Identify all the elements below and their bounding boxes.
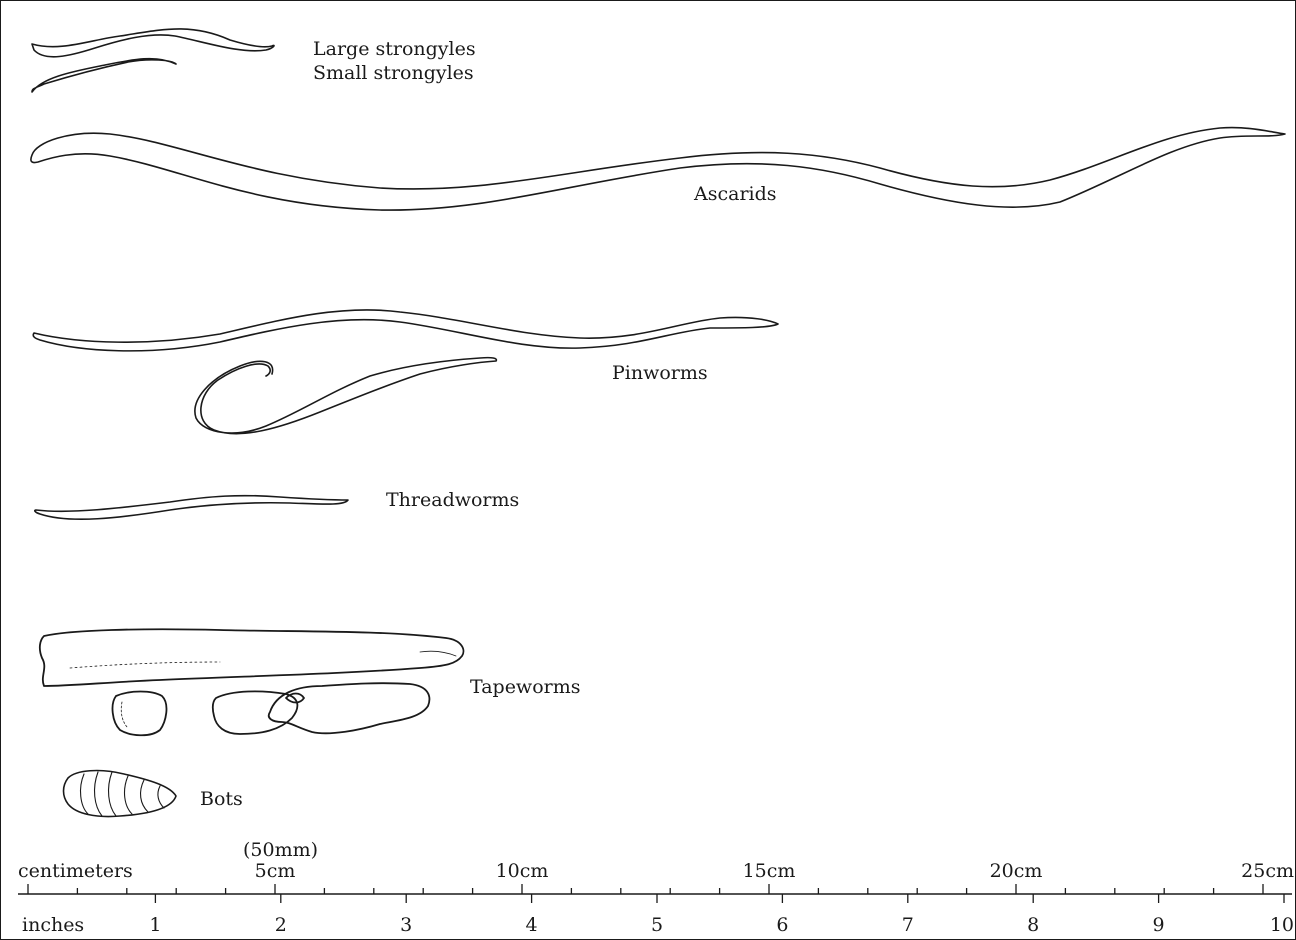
inches-label: inches [22,914,84,936]
inch-tick-label: 7 [902,914,914,936]
centimeter-ticks [28,884,1263,894]
inch-tick-label: 10 [1270,914,1294,936]
inch-ticks [155,894,1284,903]
cm-tick-label: 10cm [496,860,549,882]
inch-tick-labels: 1 2 3 4 5 6 7 8 9 10 [149,914,1294,936]
inch-tick-label: 6 [776,914,788,936]
cm-tick-label: 20cm [990,860,1043,882]
mm-note-label: (50mm) [243,839,318,861]
inch-tick-label: 9 [1153,914,1165,936]
cm-tick-label: 25cm [1241,860,1294,882]
inch-tick-label: 5 [651,914,663,936]
inch-tick-label: 3 [400,914,412,936]
centimeter-tick-labels: 5cm 10cm 15cm 20cm 25cm [255,860,1294,882]
inch-tick-label: 8 [1027,914,1039,936]
centimeters-label: centimeters [18,860,133,882]
cm-tick-label: 15cm [743,860,796,882]
cm-tick-label: 5cm [255,860,296,882]
inch-tick-label: 1 [149,914,161,936]
inch-tick-label: 2 [275,914,287,936]
inch-tick-label: 4 [526,914,538,936]
